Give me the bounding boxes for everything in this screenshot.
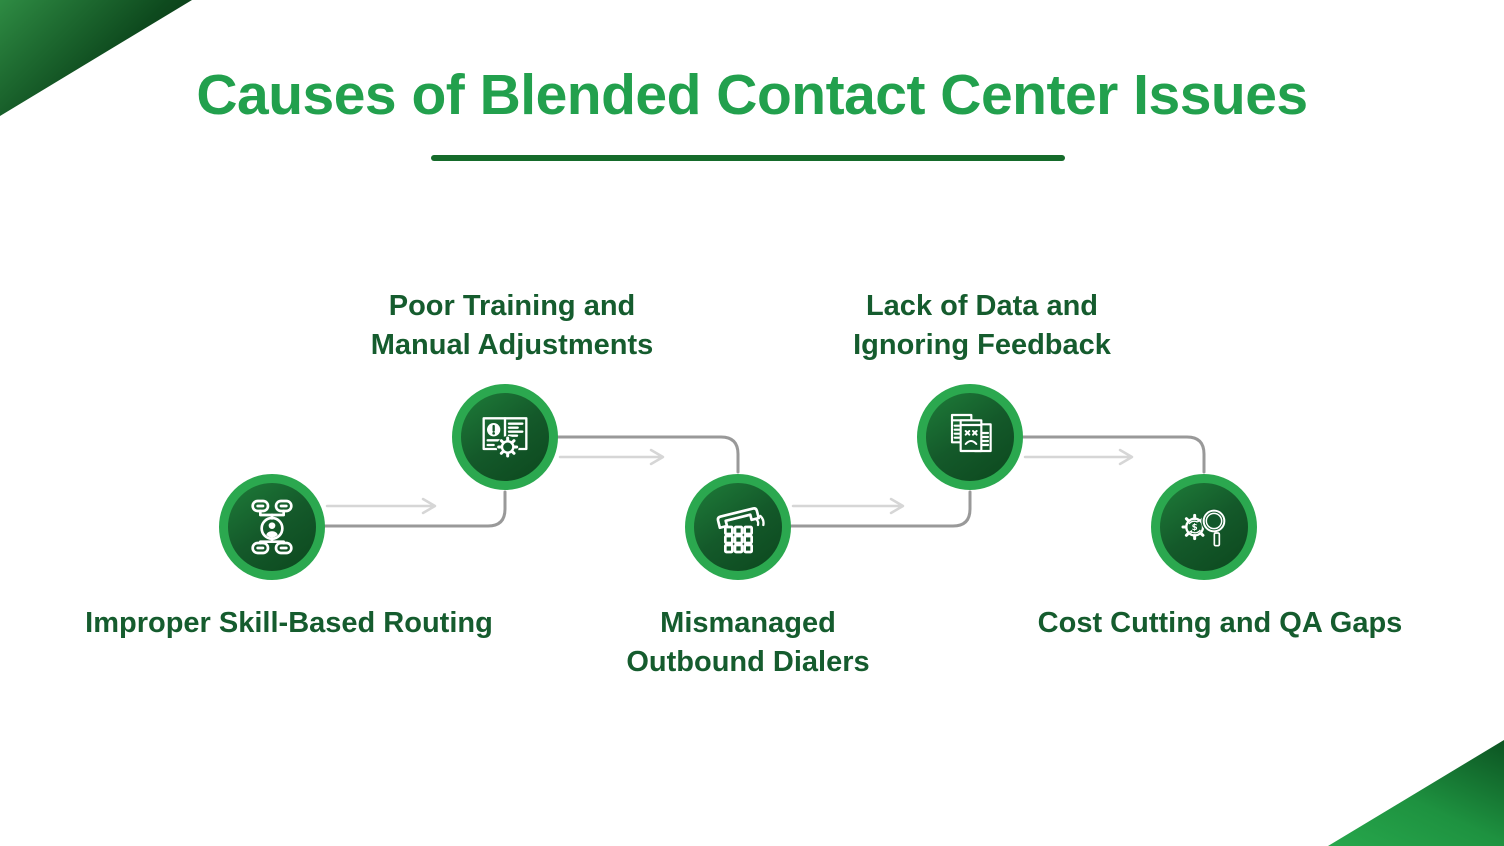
sad-documents-icon bbox=[950, 413, 992, 453]
step-label-mismanaged-outbound-dialers: Mismanaged Outbound Dialers bbox=[568, 604, 928, 682]
step-label-cost-cutting-qa-gaps: Cost Cutting and QA Gaps bbox=[1018, 604, 1422, 643]
step-label-poor-training-manual-adjustments: Poor Training and Manual Adjustments bbox=[332, 287, 692, 365]
skill-routing-org-chart-icon bbox=[251, 499, 293, 555]
step-node-lack-of-data-ignoring-feedback bbox=[917, 384, 1023, 490]
dollar-glyph: $ bbox=[1192, 523, 1198, 533]
step-label-line: Ignoring Feedback bbox=[853, 329, 1111, 361]
step-label-lack-of-data-ignoring-feedback: Lack of Data and Ignoring Feedback bbox=[802, 287, 1162, 365]
connector-arrow-paths bbox=[325, 448, 1134, 515]
step-node-cost-cutting-qa-gaps: $ bbox=[1151, 474, 1257, 580]
phone-dialer-keypad-icon bbox=[716, 507, 765, 554]
title-underline bbox=[431, 155, 1065, 161]
step-label-line: Outbound Dialers bbox=[626, 646, 870, 678]
step-label-improper-skill-based-routing: Improper Skill-Based Routing bbox=[39, 604, 539, 643]
step-label-line: Lack of Data and bbox=[865, 290, 1099, 322]
step-node-improper-skill-based-routing bbox=[219, 474, 325, 580]
step-label-line: Improper Skill-Based Routing bbox=[85, 607, 493, 639]
page-title: Causes of Blended Contact Center Issues bbox=[196, 63, 1308, 127]
step-label-line: Manual Adjustments bbox=[370, 329, 654, 361]
step-node-mismanaged-outbound-dialers bbox=[685, 474, 791, 580]
step-node-poor-training-manual-adjustments bbox=[452, 384, 558, 490]
connector-elbow-paths bbox=[270, 435, 1206, 528]
step-label-line: Mismanaged bbox=[660, 607, 836, 639]
step-label-line: Cost Cutting and QA Gaps bbox=[1037, 607, 1403, 639]
document-alert-gear-icon bbox=[482, 417, 528, 458]
step-label-line: Poor Training and bbox=[388, 290, 636, 322]
gear-dollar-magnifier-icon: $ bbox=[1181, 508, 1227, 547]
